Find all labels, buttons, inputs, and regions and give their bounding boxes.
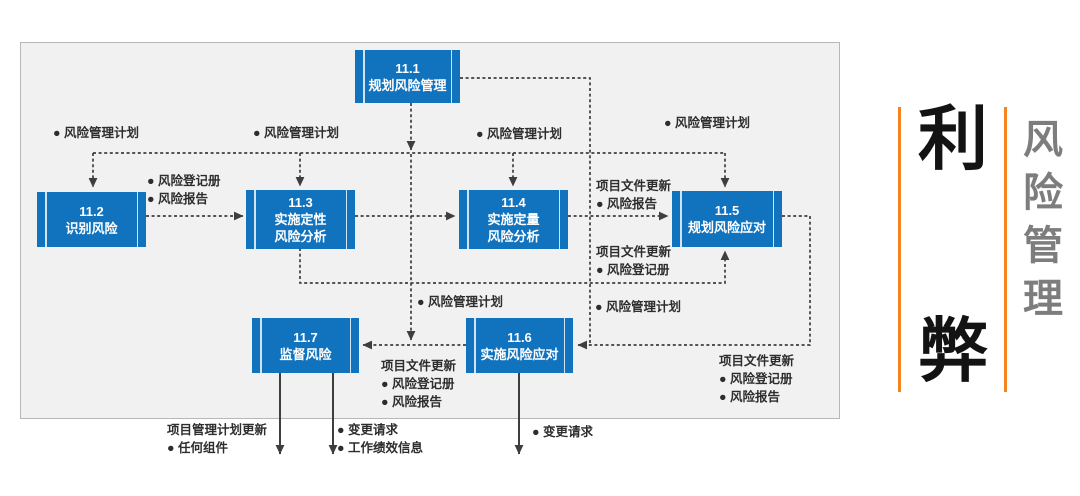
node-title: 识别风险	[65, 220, 118, 236]
process-node-11-4: 11.4 实施定量 风险分析	[459, 190, 568, 249]
flow-label-risk-mgmt-plan-2: ● 风险管理计划	[253, 126, 340, 140]
process-node-11-3: 11.3 实施定性 风险分析	[246, 190, 355, 249]
output-label-plan-updates: 项目管理计划更新 ● 任何组件	[167, 423, 268, 455]
flow-label-risk-mgmt-plan-6: ● 风险管理计划	[595, 300, 682, 314]
char-cons: 弊	[918, 312, 988, 390]
node-id: 11.6	[507, 329, 532, 345]
char-pros: 利	[918, 100, 988, 178]
node-id: 11.4	[501, 195, 526, 210]
vertical-title-risk-management: 风险管理	[1017, 118, 1061, 330]
flow-label-doc-updates-11-6-to-11-7: 项目文件更新 ● 风险登记册 ● 风险报告	[381, 359, 457, 409]
node-title-line2: 风险分析	[487, 229, 540, 244]
node-id: 11.1	[395, 60, 420, 76]
flow-label-risk-mgmt-plan-5: ● 风险管理计划	[417, 295, 504, 309]
node-title: 实施风险应对	[480, 346, 559, 362]
accent-bar-left	[898, 107, 901, 392]
output-label-change-requests: ● 变更请求	[532, 425, 594, 439]
node-title: 规划风险管理	[368, 77, 447, 93]
process-node-11-5: 11.5 规划风险应对	[672, 191, 782, 247]
node-title-line2: 风险分析	[274, 229, 327, 244]
flow-label-doc-updates-report: 项目文件更新 ● 风险报告	[596, 179, 672, 211]
flow-label-risk-register-report: ● 风险登记册 ● 风险报告	[147, 174, 221, 206]
accent-bar-right	[1004, 107, 1007, 392]
node-id: 11.7	[293, 329, 318, 345]
pros-cons-heading: 利 弊	[905, 104, 1001, 386]
flow-label-risk-mgmt-plan-1: ● 风险管理计划	[53, 126, 140, 140]
node-id: 11.3	[288, 195, 313, 210]
node-id: 11.5	[714, 203, 740, 218]
flow-label-risk-mgmt-plan-3: ● 风险管理计划	[476, 127, 563, 141]
node-id: 11.2	[79, 203, 104, 219]
flow-label-doc-updates-11-5-to-11-6: 项目文件更新 ● 风险登记册 ● 风险报告	[719, 354, 795, 404]
process-node-11-6: 11.6 实施风险应对	[466, 318, 573, 373]
node-title: 实施定性	[274, 212, 327, 227]
node-title: 监督风险	[279, 346, 332, 362]
process-node-11-1: 11.1 规划风险管理	[355, 50, 460, 103]
output-label-change-requests-perf: ● 变更请求 ● 工作绩效信息	[337, 423, 424, 455]
node-title: 实施定量	[487, 212, 540, 227]
process-node-11-2: 11.2 识别风险	[37, 192, 146, 247]
flow-label-doc-updates-register: 项目文件更新 ● 风险登记册	[596, 245, 672, 277]
process-node-11-7: 11.7 监督风险	[252, 318, 359, 373]
flow-label-risk-mgmt-plan-4: ● 风险管理计划	[664, 116, 751, 130]
node-title: 规划风险应对	[687, 220, 766, 235]
